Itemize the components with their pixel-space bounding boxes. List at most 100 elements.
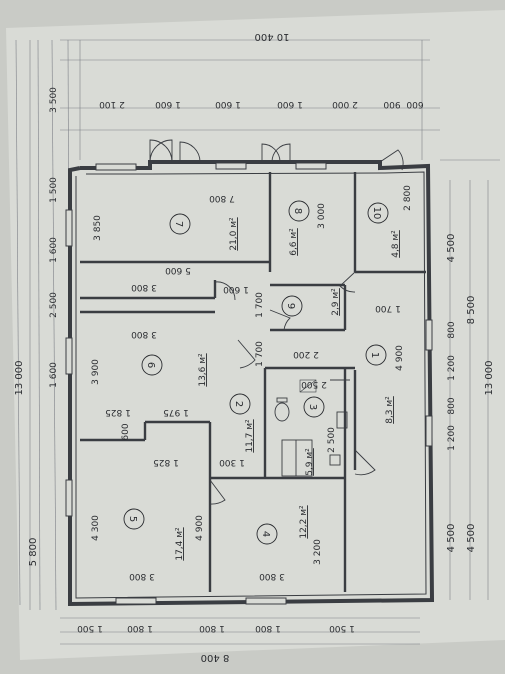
top-dim-3: 1 600 (215, 99, 241, 109)
room-3-area: 5,9 м² (305, 448, 315, 476)
room-2-area: 11,7 м² (245, 419, 255, 453)
room-4-marker (256, 523, 278, 545)
top-dim-4: 1 600 (277, 99, 303, 109)
dim-3200: 3 200 (313, 539, 323, 565)
overall-width-bottom: 8 400 (201, 652, 230, 663)
room-3-marker (303, 396, 325, 418)
room-areas: 8,3 м² 11,7 м² 5,9 м² 12,2 м² 17,4 м² 13… (175, 217, 401, 561)
paper (6, 10, 505, 660)
top-dim-2: 1 600 (155, 99, 181, 109)
room-8-number: 8 (292, 208, 303, 214)
dim-3800-a: 3 800 (131, 282, 157, 292)
overall-dimensions: 10 400 8 400 13 000 5 800 13 000 8 500 4… (14, 31, 495, 663)
room-8-marker (288, 200, 310, 222)
interior-walls (80, 172, 426, 592)
dim-2200: 2 200 (293, 349, 319, 359)
top-dim-7: 600 (406, 99, 423, 109)
room-9-area: 2,9 м² (331, 288, 341, 316)
room-9-number: 9 (285, 303, 296, 309)
room-4-number: 4 (260, 531, 271, 537)
top-dim-1: 2 100 (99, 99, 125, 109)
dim-5600: 5 600 (165, 265, 191, 275)
dim-1700-b: 1 700 (255, 341, 265, 367)
room-10-marker (367, 202, 389, 224)
room-6-number: 6 (145, 362, 156, 368)
dim-600: 600 (121, 423, 131, 440)
bottom-dim-3: 1 800 (199, 623, 225, 633)
inner-dimensions: 7 800 5 600 3 850 3 000 2 800 3 800 1 60… (91, 185, 413, 581)
dim-7800: 7 800 (209, 193, 235, 203)
windows (65, 162, 433, 605)
room-1-area: 8,3 м² (385, 396, 395, 424)
right-dim-1: 1 200 (447, 425, 457, 451)
left-dim-3: 1 600 (49, 237, 59, 263)
dim-3800-d: 3 800 (259, 571, 285, 581)
overall-left-upper: 5 800 (28, 538, 39, 567)
room-1-number: 1 (369, 352, 380, 358)
dim-3800-b: 3 800 (131, 329, 157, 339)
bottom-dimension-chain: 1 500 1 800 1 800 1 800 1 500 (77, 623, 355, 633)
dim-3850: 3 850 (93, 215, 103, 241)
room-numbers: 1 2 3 4 5 6 7 8 9 10 (127, 207, 382, 538)
room-9-marker (281, 295, 303, 317)
overall-height-left: 13 000 (14, 361, 25, 396)
bottom-dim-2: 1 800 (127, 623, 153, 633)
room-2-number: 2 (233, 401, 244, 407)
bottom-dim-5: 1 500 (329, 623, 355, 633)
dim-1300: 1 300 (219, 457, 245, 467)
bathroom-fixtures (274, 379, 350, 477)
right-dim-3: 1 200 (447, 355, 457, 381)
room-5-area: 17,4 м² (175, 527, 185, 561)
dim-3800-c: 3 800 (129, 571, 155, 581)
right-dim-4500-lower: 4 500 (446, 524, 457, 553)
right-dimension-chain: 1 200 800 1 200 800 (447, 321, 457, 451)
dim-1700-a: 1 700 (255, 292, 265, 318)
dim-1600: 1 600 (223, 284, 249, 294)
right-dim-2: 800 (447, 397, 457, 414)
room-1-marker (365, 344, 387, 366)
right-dim-4500-lower-2: 4 500 (466, 524, 477, 553)
room-6-area: 13,6 м² (198, 353, 208, 387)
left-dim-4: 2 500 (49, 292, 59, 318)
outer-walls (68, 160, 435, 607)
room-7-area: 21,0 м² (229, 217, 239, 251)
dim-1700-c: 1 700 (375, 303, 401, 313)
dim-3900: 3 900 (91, 359, 101, 385)
dim-1825-a: 1 825 (105, 407, 131, 417)
room-2-marker (229, 393, 251, 415)
room-8-area: 6,6 м² (289, 228, 299, 256)
left-dim-5: 1 600 (49, 362, 59, 388)
dim-4300: 4 300 (91, 515, 101, 541)
overall-width-top: 10 400 (255, 31, 290, 42)
top-dimension-chain: 2 100 1 600 1 600 1 600 2 000 900 600 (99, 99, 424, 109)
dim-1975: 1 975 (163, 407, 189, 417)
room-7-marker (169, 213, 191, 235)
top-dim-5: 2 000 (332, 99, 358, 109)
bottom-dim-4: 1 800 (255, 623, 281, 633)
doors (149, 139, 404, 505)
right-dim-8500: 8 500 (466, 296, 477, 325)
dim-4900-b: 4 900 (195, 515, 205, 541)
dim-2800: 2 800 (403, 185, 413, 211)
room-7-number: 7 (173, 221, 184, 227)
dim-2500: 2 500 (327, 427, 337, 453)
overall-height-right: 13 000 (484, 361, 495, 396)
left-dimension-chain: 3 500 1 500 1 600 2 500 1 600 (49, 87, 59, 388)
bottom-dim-1: 1 500 (77, 623, 103, 633)
room-4-area: 12,2 м² (299, 505, 309, 539)
left-dim-1: 3 500 (49, 87, 59, 113)
room-5-number: 5 (127, 516, 138, 522)
room-3-number: 3 (307, 404, 318, 410)
room-markers (123, 200, 389, 545)
room-10-number: 10 (371, 207, 382, 220)
right-dim-4: 800 (447, 321, 457, 338)
dim-3000: 3 000 (317, 203, 327, 229)
outer-walls-inner (75, 171, 427, 599)
right-dim-4500-upper: 4 500 (446, 234, 457, 263)
room-6-marker (141, 354, 163, 376)
room-5-marker (123, 508, 145, 530)
left-dim-2: 1 500 (49, 177, 59, 203)
dimension-guides (15, 39, 500, 645)
